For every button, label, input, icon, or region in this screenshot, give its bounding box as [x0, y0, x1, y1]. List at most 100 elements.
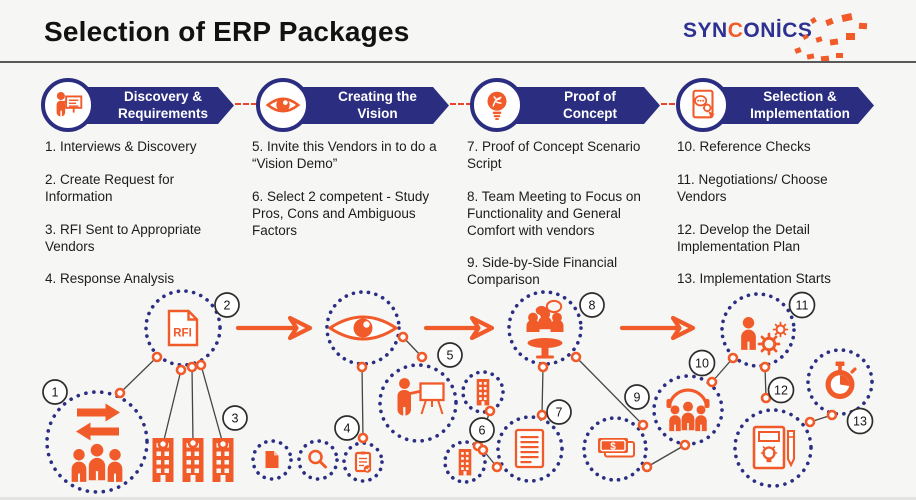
svg-text:2: 2 — [224, 299, 231, 313]
phase-banner-label: Creating the Vision — [338, 89, 417, 121]
logo-c: C — [727, 19, 744, 42]
step-item: 7. Proof of Concept Scenario Script — [467, 139, 641, 171]
svg-text:12: 12 — [774, 384, 788, 398]
flow-node-negotiation — [720, 292, 796, 368]
svg-text:5: 5 — [447, 349, 454, 363]
svg-text:3: 3 — [232, 412, 239, 426]
phase-banner-label: Discovery & Requirements — [117, 89, 209, 121]
phase-circle-poc — [470, 78, 524, 132]
analysis-docs-icon — [265, 449, 372, 473]
flow-node-vendor-buildings-small — [443, 370, 505, 484]
number-badge-5: 5 — [437, 342, 463, 368]
number-badge-2: 2 — [214, 292, 240, 318]
logo: SYNCONİCS — [683, 5, 908, 63]
phase-circle-discovery — [41, 78, 95, 132]
svg-text:8: 8 — [589, 299, 596, 313]
flow-diagram: RFI — [42, 289, 874, 494]
step-list-poc: 7. Proof of Concept Scenario Script 8. T… — [467, 139, 659, 305]
flow-node-team-meeting — [507, 290, 583, 366]
header-divider — [0, 61, 916, 63]
dollar-label: $ — [610, 442, 616, 453]
rfi-document-icon: RFI — [167, 309, 199, 347]
step-list-discovery: 1. Interviews & Discovery 2. Create Requ… — [45, 139, 225, 304]
flow-node-rfi: RFI — [144, 289, 222, 367]
number-badge-7: 7 — [546, 399, 572, 425]
flow-node-reference-team — [652, 374, 724, 446]
bottom-edge — [0, 497, 916, 500]
svg-text:6: 6 — [479, 424, 486, 438]
money-icon: $ — [598, 438, 635, 458]
number-badge-6: 6 — [469, 417, 495, 443]
flow-arrow — [235, 315, 313, 341]
svg-text:10: 10 — [695, 357, 709, 371]
step-item: 13. Implementation Starts — [677, 271, 831, 287]
step-item: 10. Reference Checks — [677, 139, 811, 154]
svg-text:9: 9 — [634, 391, 641, 405]
step-list-vision: 5. Invite this Vendors in to do a “Visio… — [252, 139, 452, 255]
flow-node-stopwatch — [806, 348, 874, 416]
reference-team-headset-icon — [666, 388, 710, 432]
flow-arrow — [423, 315, 495, 341]
number-badge-10: 10 — [688, 349, 716, 377]
page-title: Selection of ERP Packages — [44, 16, 410, 47]
number-badge-8: 8 — [579, 292, 605, 318]
flow-node-script — [496, 415, 564, 483]
implementation-plan-icon — [752, 425, 796, 470]
step-item: 6. Select 2 competent - Study Pros, Cons… — [252, 188, 430, 238]
logo-syn: SYN — [683, 19, 728, 42]
negotiation-person-gears-icon — [741, 317, 789, 356]
svg-text:11: 11 — [796, 299, 809, 313]
vision-demo-presenter-icon — [397, 378, 445, 416]
step-item: 4. Response Analysis — [45, 271, 175, 287]
step-item: 9. Side-by-Side Financial Comparison — [467, 255, 618, 288]
eye-icon — [265, 97, 301, 113]
logo-rest: ONİCS — [743, 19, 813, 42]
flow-node-vision-eye — [325, 290, 401, 366]
number-badges: 1 2 3 4 5 6 7 8 9 10 11 12 13 — [42, 291, 874, 443]
number-badge-12: 12 — [767, 376, 795, 404]
number-badge-3: 3 — [222, 405, 248, 431]
vendor-buildings-icon — [476, 379, 490, 406]
flow-node-analysis-docs — [251, 439, 384, 483]
team-meeting-icon — [526, 299, 564, 359]
svg-text:4: 4 — [344, 422, 351, 436]
step-item: 1. Interviews & Discovery — [45, 139, 197, 154]
script-document-icon — [514, 428, 545, 469]
dash-connector — [450, 103, 472, 105]
lightbulb-icon — [487, 91, 507, 121]
team-exchange-icon — [71, 403, 123, 482]
flow-node-implementation-plan — [733, 408, 813, 488]
eye-icon — [327, 315, 399, 341]
number-badge-11: 11 — [788, 291, 816, 319]
step-item: 5. Invite this Vendors in to do a “Visio… — [252, 139, 437, 171]
svg-text:13: 13 — [853, 415, 867, 429]
phase-circle-vision — [256, 78, 310, 132]
rfi-label: RFI — [173, 328, 192, 340]
step-item: 2. Create Request for Information — [45, 171, 175, 204]
flow-node-team-exchange — [45, 390, 149, 494]
step-item: 12. Develop the Detail Implementation Pl… — [677, 221, 810, 254]
dash-connector — [661, 103, 683, 105]
step-list-selection: 10. Reference Checks 11. Negotiations/ C… — [677, 139, 877, 304]
svg-text:7: 7 — [556, 406, 563, 420]
phase-banner-label: Selection & Implementation — [750, 89, 850, 121]
stopwatch-icon — [825, 361, 857, 399]
connector-endpoints — [114, 331, 838, 473]
connector-lines — [119, 336, 833, 468]
phase-banner-label: Proof of Concept — [563, 89, 617, 121]
svg-text:1: 1 — [52, 386, 59, 400]
flow-node-vision-demo — [378, 363, 458, 443]
flow-node-money: $ — [582, 416, 648, 482]
step-item: 8. Team Meeting to Focus on Functionalit… — [467, 188, 641, 238]
phase-circle-selection — [676, 78, 730, 132]
dash-connector — [235, 103, 257, 105]
step-item: 3. RFI Sent to Appropriate Vendors — [45, 221, 202, 254]
number-badge-9: 9 — [624, 384, 650, 410]
document-gears-icon — [692, 89, 715, 119]
number-badge-1: 1 — [42, 379, 68, 405]
flow-arrow — [619, 315, 696, 341]
logo-text: SYNCONİCS — [683, 19, 812, 43]
number-badge-13: 13 — [846, 407, 874, 435]
presenter-board-icon — [56, 91, 83, 117]
